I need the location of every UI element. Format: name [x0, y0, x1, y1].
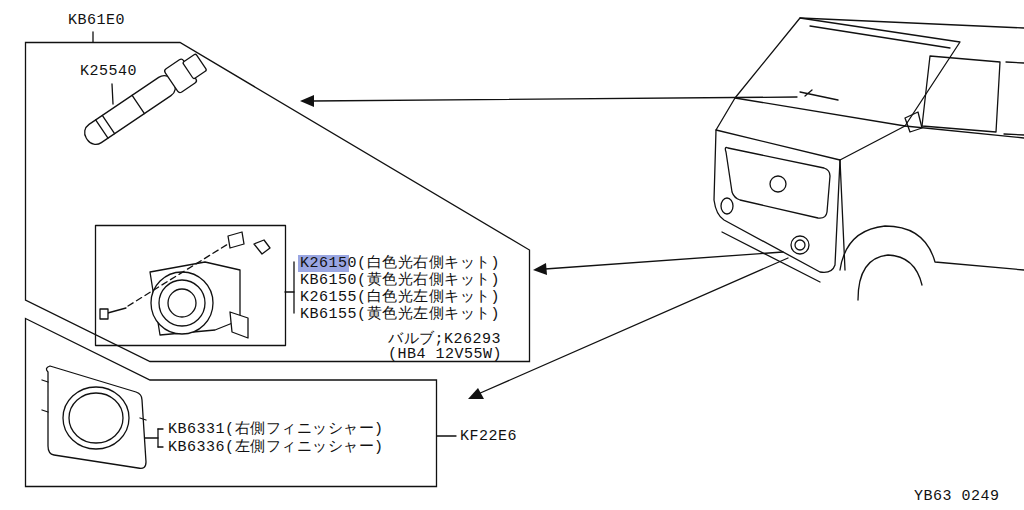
bulb-spec: (HB4 12V55W) [388, 346, 502, 363]
part-number: K25540 [80, 63, 137, 80]
panel-outline [25, 318, 437, 487]
part-number: KB6155(黄色光左側キット) [300, 306, 500, 323]
part-number: KB6336(左側フィニッシャー) [168, 439, 384, 456]
part-number: KB6150(黄色光右側キット) [300, 272, 500, 289]
part-number: KB61E0 [68, 12, 125, 29]
part-number: K26155(白色光左側キット) [300, 289, 500, 306]
figure-code: YB63 0249 [914, 488, 1000, 505]
part-number: KB6331(右側フィニッシャー) [168, 421, 384, 438]
finisher-panel: KB6331(右側フィニッシャー)KB6336(左側フィニッシャー) [25, 318, 437, 487]
part-number: KF22E6 [460, 428, 517, 445]
parts-panel: K25540K26150(白色光右側キット)KB6150(黄色光右側キット)K2… [25, 42, 530, 362]
part-number: K26150(白色光右側キット) [300, 255, 500, 272]
bulb-note: バルブ;K26293 [388, 331, 501, 348]
